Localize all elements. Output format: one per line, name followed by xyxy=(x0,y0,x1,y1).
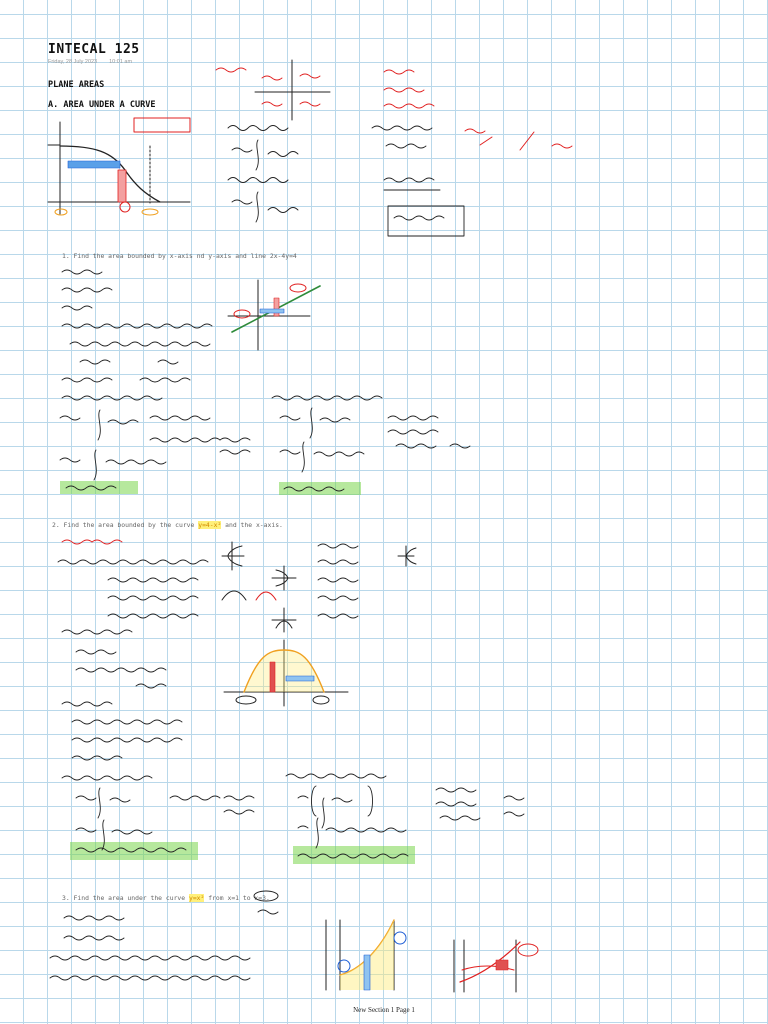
origin-mark xyxy=(54,208,68,216)
date-text: Friday, 28 July 2023 xyxy=(48,59,98,65)
q3-from: from xyxy=(208,894,224,902)
page-footer: New Section 1 Page 1 xyxy=(353,1006,415,1014)
page-date: Friday, 28 July 2023 10:01 am xyxy=(48,59,132,65)
q1-suffix: and line 2x-4y=4 xyxy=(235,252,297,260)
q2-parabola-sketches xyxy=(221,541,417,633)
q3-curve: y=x² xyxy=(188,894,205,902)
x2-mark xyxy=(141,208,159,216)
answer-highlight-1a xyxy=(60,481,138,494)
vertical-strip-shape xyxy=(117,169,127,203)
recall-scribbles xyxy=(215,67,573,151)
q1-y-axis: y-axis xyxy=(208,252,232,260)
q3-prefix: 3. Find the area under the curve xyxy=(62,894,186,902)
q3-area-graph xyxy=(325,919,539,993)
section-heading-plane-areas: PLANE AREAS xyxy=(48,80,105,90)
q2-suffix: and the x-axis. xyxy=(225,521,283,529)
strip-bottom-mark xyxy=(119,201,131,213)
q1-prefix: 1. Find the area bounded by xyxy=(62,252,166,260)
q1-x-axis: x-axis xyxy=(169,252,193,260)
q2-area-graph xyxy=(223,639,349,707)
quadrant-diagram xyxy=(254,59,331,121)
section-heading-area-under-curve: A. AREA UNDER A CURVE xyxy=(48,100,156,110)
answer-highlight-2b xyxy=(293,846,415,864)
q3-working xyxy=(49,890,279,981)
horizontal-strip-shape xyxy=(67,160,121,169)
q2-curve: y=4-x² xyxy=(198,521,222,529)
q2-working xyxy=(57,539,525,859)
question-1: 1. Find the area bounded by x-axis nd y-… xyxy=(62,252,297,260)
area-formula-box xyxy=(133,117,191,133)
question-2: 2. Find the area bounded by the curve y=… xyxy=(52,521,283,529)
q1-graph xyxy=(227,279,321,351)
q3-range: x=1 to x=3. xyxy=(227,894,270,902)
strip-formula-notes xyxy=(227,125,465,237)
q1-working xyxy=(59,269,471,492)
q1-and: nd xyxy=(196,252,205,260)
question-3: 3. Find the area under the curve y=x² fr… xyxy=(62,894,270,902)
page-title: INTECAL 125 xyxy=(48,42,140,57)
q2-prefix: 2. Find the area bounded by the curve xyxy=(52,521,195,529)
time-text: 10:01 am xyxy=(109,59,133,65)
answer-highlight-1b xyxy=(279,482,361,495)
